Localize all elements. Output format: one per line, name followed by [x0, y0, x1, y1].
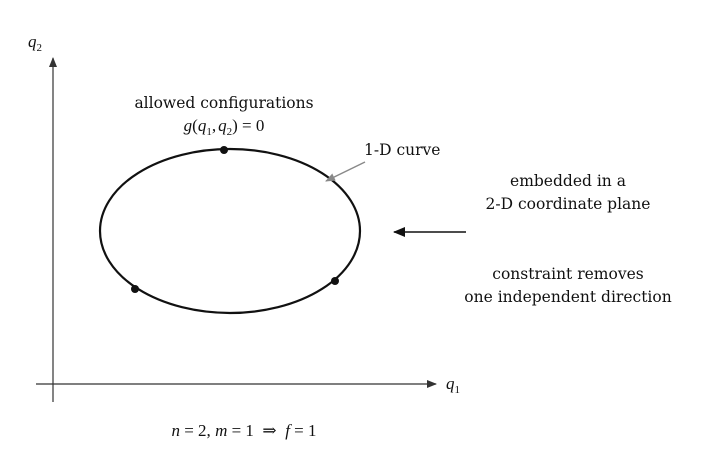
removes-label-line1: constraint removes	[492, 265, 643, 283]
y-axis-label: q2	[28, 32, 42, 54]
config-point-right	[331, 277, 339, 285]
removes-label-line2: one independent direction	[464, 288, 671, 306]
formula-eq3: = 1	[290, 421, 317, 440]
curve-label: 1-D curve	[364, 141, 440, 159]
allowed-configurations-label: allowed configurations	[134, 94, 313, 112]
eq-open: (	[192, 116, 198, 135]
y-axis-label-base: q	[28, 32, 37, 51]
formula-f: f	[285, 421, 292, 440]
eq-a: q	[198, 116, 207, 135]
formula-eq2: = 1 ⇒	[227, 421, 285, 440]
dof-formula: n = 2, m = 1 ⇒ f = 1	[171, 421, 316, 440]
embedded-label-line2: 2-D coordinate plane	[486, 195, 651, 213]
config-point-left	[131, 285, 139, 293]
y-axis-label-sub: 2	[37, 42, 43, 54]
eq-b: q	[218, 116, 227, 135]
constraint-equation: g(q1,q2) = 0	[184, 116, 265, 138]
eq-rest: = 0	[238, 116, 265, 135]
config-point-top	[220, 146, 228, 154]
formula-m: m	[215, 421, 227, 440]
formula-eq1: = 2,	[180, 421, 215, 440]
formula-n: n	[171, 421, 180, 440]
x-axis-label-sub: 1	[455, 384, 461, 396]
embedded-label-line1: embedded in a	[510, 172, 626, 190]
eq-fn: g	[184, 116, 193, 135]
eq-a-sub: 1	[206, 126, 212, 138]
x-axis-label-base: q	[446, 374, 455, 393]
eq-comma: ,	[212, 116, 216, 135]
eq-b-sub: 2	[227, 126, 233, 138]
x-axis-label: q1	[446, 374, 460, 396]
constraint-curve	[98, 147, 362, 315]
curve-pointer	[325, 161, 366, 182]
eq-close: )	[232, 116, 238, 135]
